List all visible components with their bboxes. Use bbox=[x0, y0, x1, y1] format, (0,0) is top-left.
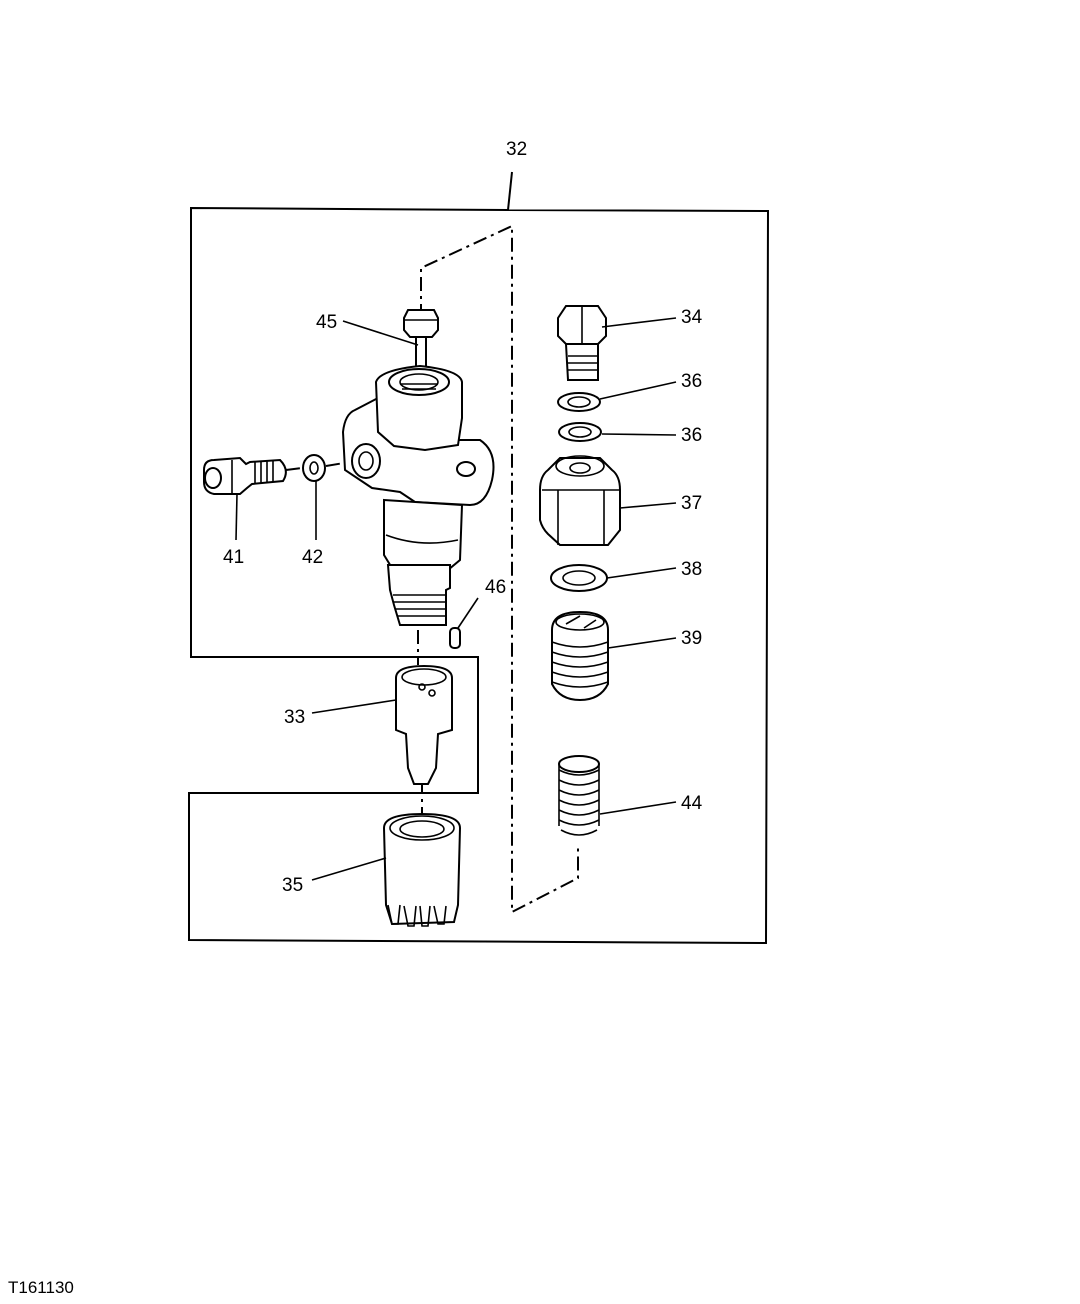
assembly-frame bbox=[188, 171, 770, 945]
callout-labels: 32 45 34 36 36 37 38 39 44 46 41 42 33 3… bbox=[223, 139, 703, 896]
injector-body bbox=[341, 364, 495, 626]
part-46-pin bbox=[449, 627, 461, 649]
callout-36-lower: 36 bbox=[681, 425, 702, 446]
part-35-nozzle-nut bbox=[382, 812, 462, 927]
callout-38: 38 bbox=[681, 559, 702, 580]
callout-36-upper: 36 bbox=[681, 371, 702, 392]
callout-42: 42 bbox=[302, 547, 323, 568]
part-44-spring bbox=[558, 755, 600, 836]
leader-lines bbox=[235, 317, 677, 881]
part-42-washer bbox=[302, 454, 326, 482]
part-41-inlet-connector bbox=[203, 456, 287, 495]
callout-41: 41 bbox=[223, 547, 244, 568]
callout-33: 33 bbox=[284, 707, 305, 728]
callout-34: 34 bbox=[681, 307, 703, 328]
callout-39: 39 bbox=[681, 628, 702, 649]
callout-32: 32 bbox=[506, 139, 527, 160]
part-33-nozzle bbox=[395, 664, 453, 785]
part-37-cap-nut bbox=[539, 455, 621, 546]
part-34-bolt bbox=[557, 305, 607, 381]
callout-46: 46 bbox=[485, 577, 506, 598]
part-38-gasket bbox=[550, 564, 608, 592]
figure-id: T161130 bbox=[8, 1278, 74, 1297]
part-39-spring-retainer bbox=[551, 610, 609, 702]
callout-45: 45 bbox=[316, 312, 337, 333]
callout-44: 44 bbox=[681, 793, 703, 814]
part-36-washers bbox=[557, 392, 602, 442]
callout-35: 35 bbox=[282, 875, 303, 896]
callout-37: 37 bbox=[681, 493, 702, 514]
